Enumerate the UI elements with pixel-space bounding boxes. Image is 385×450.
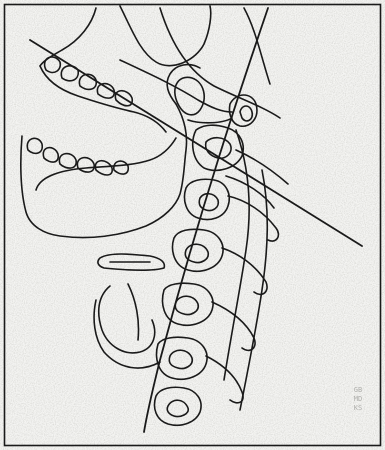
stamp-line-3: KS: [343, 404, 373, 413]
stamp-line-2: MD: [343, 395, 373, 404]
stamp-line-1: GB: [343, 386, 373, 395]
corner-stamp: GB MD KS: [343, 386, 373, 426]
